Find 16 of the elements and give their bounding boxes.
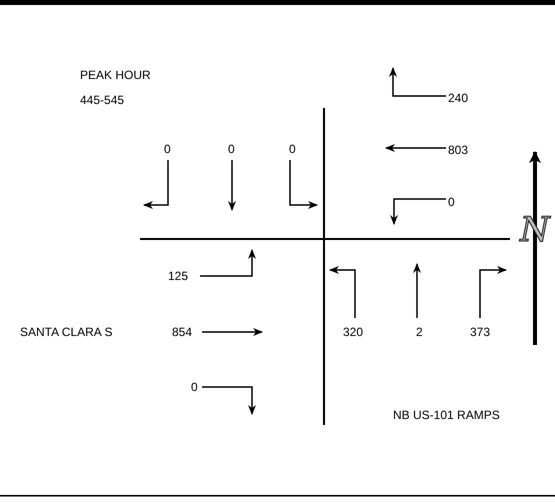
volume-label: 2 [416,325,423,339]
volume-label: 125 [168,269,188,283]
volume-label: 0 [289,142,296,156]
heading-text: 445-545 [80,93,124,107]
volume-label: 854 [172,325,192,339]
street-name: NB US-101 RAMPS [393,408,500,422]
volume-label: 240 [448,91,468,105]
volume-label: 0 [448,195,455,209]
volume-label: 0 [191,380,198,394]
volume-label: 0 [228,142,235,156]
volume-label: 803 [448,143,468,157]
volume-label: 373 [470,325,490,339]
volume-label: 0 [164,142,171,156]
volume-label: 320 [343,325,364,339]
heading-text: PEAK HOUR [80,68,151,82]
street-name: SANTA CLARA S [20,325,112,339]
